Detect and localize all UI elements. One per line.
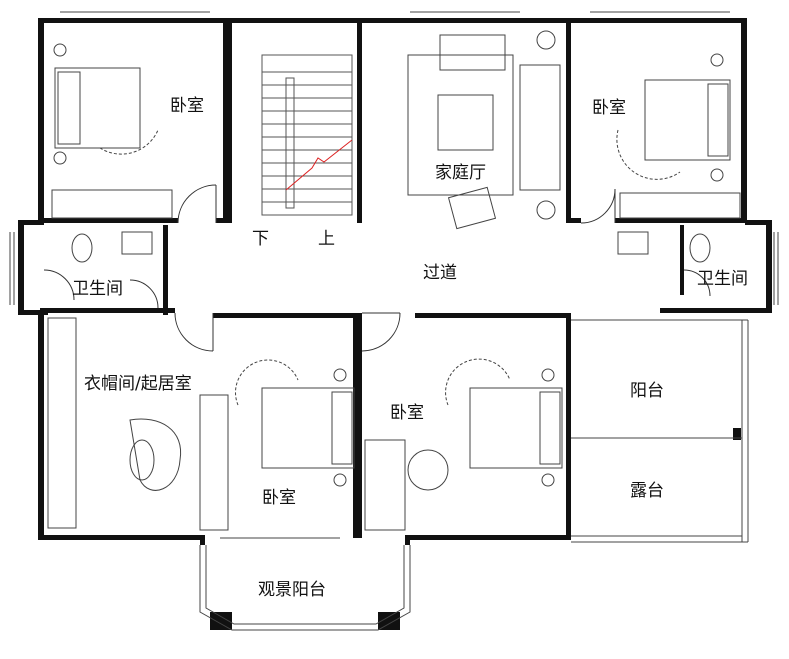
room-label-corridor: 过道 — [423, 263, 457, 283]
stair-label-down: 下 — [252, 229, 269, 249]
walls — [18, 18, 772, 630]
room-label-view-balcony: 观景阳台 — [258, 580, 326, 600]
room-label-bedroom-sw: 卧室 — [262, 488, 296, 508]
stair-label-up: 上 — [318, 229, 335, 249]
room-label-closet-living: 衣帽间/起居室 — [84, 374, 192, 394]
room-label-bedroom-nw: 卧室 — [170, 96, 204, 116]
room-label-terrace: 露台 — [630, 481, 664, 501]
room-label-balcony: 阳台 — [630, 381, 664, 401]
room-label-bedroom-s: 卧室 — [390, 403, 424, 423]
furniture — [47, 30, 741, 531]
thin-lines — [9, 11, 779, 631]
room-label-family-hall: 家庭厅 — [435, 163, 486, 183]
room-label-bedroom-ne: 卧室 — [592, 98, 626, 118]
room-label-bath-east: 卫生间 — [697, 269, 748, 289]
room-label-bath-west: 卫生间 — [72, 279, 123, 299]
doors — [43, 184, 711, 352]
stairs — [261, 54, 353, 216]
stair-treads — [262, 71, 352, 203]
